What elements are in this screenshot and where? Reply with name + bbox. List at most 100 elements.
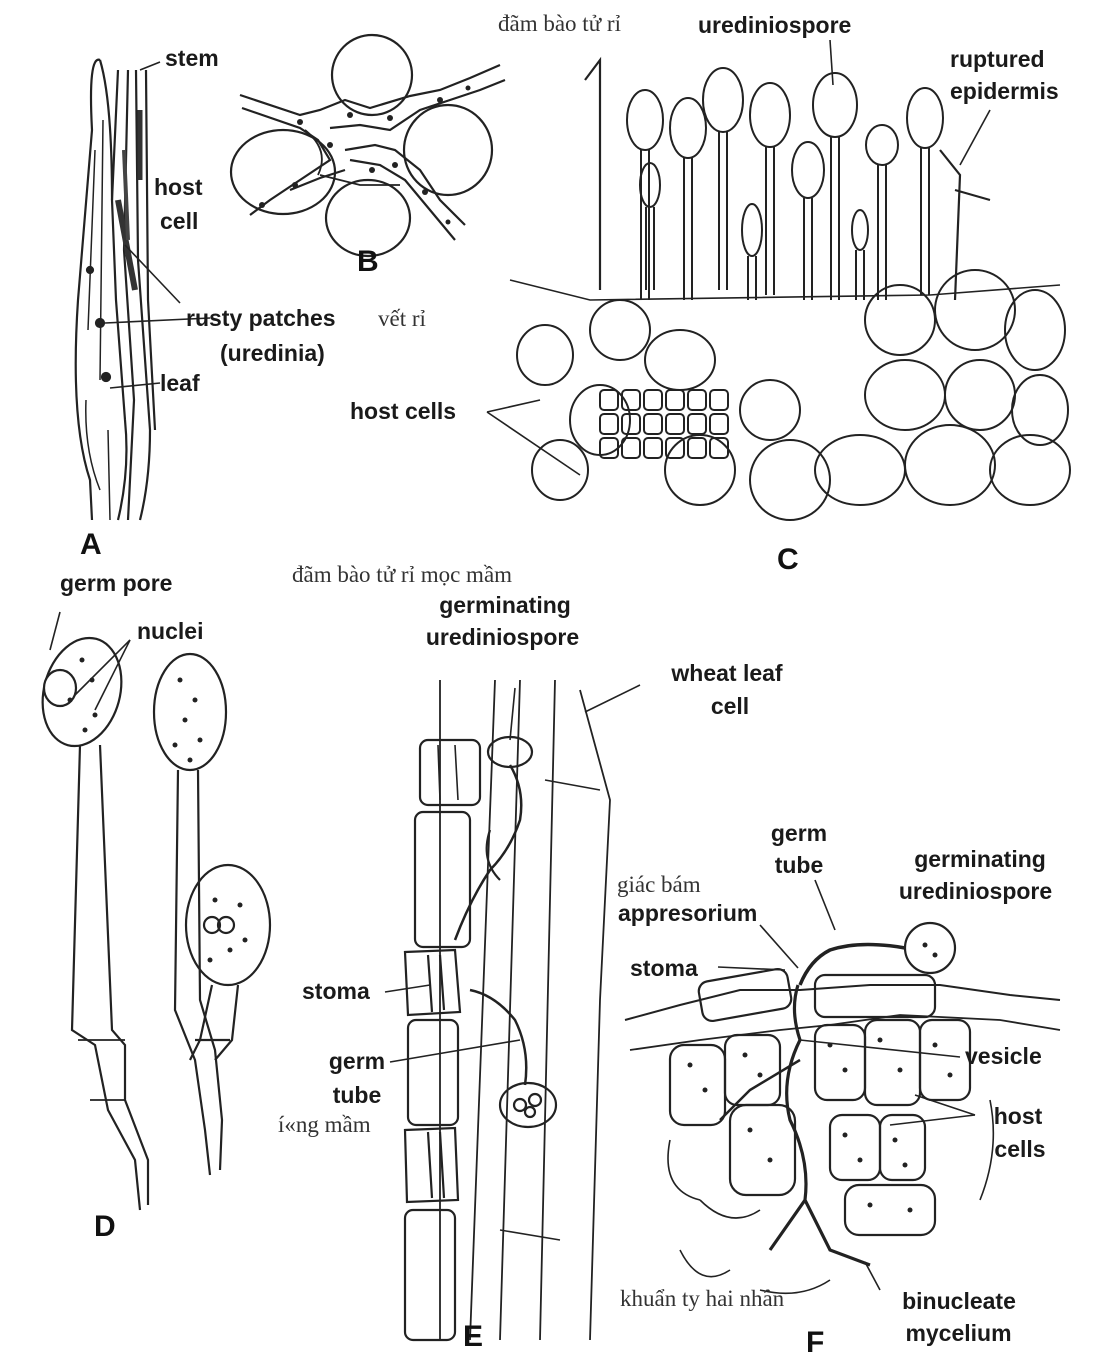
nucleus-dot	[757, 1072, 763, 1078]
stipple-dot	[227, 947, 233, 953]
panel-letter-f: F	[806, 1326, 825, 1359]
vascular-cell	[665, 389, 685, 411]
nucleus-dot	[842, 1132, 848, 1138]
stipple-dot	[197, 737, 203, 743]
vascular-cell	[709, 413, 729, 435]
label-nuclei: nuclei	[137, 618, 204, 644]
vascular-cell	[643, 437, 663, 459]
vn-binucleate: khuẩn ty hai nhân	[620, 1286, 785, 1311]
stipple-dot	[177, 677, 183, 683]
spore	[626, 89, 664, 151]
spore	[865, 124, 899, 166]
label-host-cells-c: host cells	[350, 398, 457, 424]
label-germinating-f-2: urediniospore	[898, 878, 1053, 904]
vascular-cell	[621, 437, 641, 459]
nucleus-dot	[867, 1202, 873, 1208]
host-cell	[934, 269, 1016, 351]
vascular-cell	[665, 437, 685, 459]
nucleus-dot	[922, 942, 928, 948]
stipple-dot	[187, 757, 193, 763]
nucleus-dot	[932, 1042, 938, 1048]
vascular-cell	[665, 413, 685, 435]
spore	[812, 72, 858, 138]
vn-germ-tube: í«ng mầm	[278, 1112, 371, 1137]
vn-appresorium: giác bám	[617, 872, 701, 897]
host-cell	[531, 439, 589, 501]
label-uredinia: (uredinia)	[220, 340, 325, 366]
nucleus-dot	[907, 1207, 913, 1213]
nucleus-dot	[857, 1157, 863, 1163]
vascular-cell	[687, 413, 707, 435]
label-host-cells-f-1: host	[993, 1103, 1043, 1129]
panel-letter-b: B	[357, 245, 379, 278]
label-host-cell-1: host	[154, 174, 203, 200]
label-epidermis: epidermis	[950, 78, 1059, 104]
vascular-cell	[687, 437, 707, 459]
vn-rusty-patches: vết rỉ	[378, 306, 426, 331]
label-binucleate-1: binucleate	[902, 1288, 1016, 1314]
label-germ-tube-e-2: tube	[332, 1082, 382, 1108]
spore	[702, 67, 744, 133]
stipple-dot	[212, 897, 218, 903]
vascular-cell	[599, 437, 619, 459]
stipple-dot	[67, 697, 73, 703]
spore	[906, 87, 944, 149]
label-appresorium: appresorium	[618, 900, 758, 926]
label-binucleate-2: mycelium	[905, 1320, 1012, 1346]
spore	[669, 97, 707, 159]
host-cell	[664, 434, 736, 506]
spore	[851, 209, 869, 251]
panel-letter-d: D	[94, 1210, 116, 1243]
nucleus-dot	[702, 1087, 708, 1093]
label-wheat-leaf-1: wheat leaf	[671, 660, 783, 686]
panel-c-drawing	[486, 39, 1071, 521]
nucleus-dot	[767, 1157, 773, 1163]
label-leaf: leaf	[160, 370, 200, 396]
host-cell	[589, 299, 651, 361]
vascular-cell	[599, 389, 619, 411]
vascular-cell	[643, 389, 663, 411]
nucleus-dot	[897, 1067, 903, 1073]
vascular-cell	[621, 413, 641, 435]
vascular-cell	[621, 389, 641, 411]
label-germinating-f-1: germinating	[914, 846, 1046, 872]
vascular-cell	[709, 437, 729, 459]
label-stoma-e: stoma	[302, 978, 370, 1004]
panel-f-drawing	[624, 879, 1061, 1295]
label-urediniospore-c: urediniospore	[698, 12, 852, 38]
spore	[639, 162, 661, 208]
stipple-dot	[172, 742, 178, 748]
stipple-dot	[92, 712, 98, 718]
nucleus-dot	[902, 1162, 908, 1168]
nucleus-dot	[892, 1137, 898, 1143]
host-cell	[864, 284, 936, 356]
host-cell	[944, 359, 1016, 431]
host-cell	[1004, 289, 1066, 371]
vascular-cell	[709, 389, 729, 411]
label-germ-tube-f-1: germ	[770, 820, 828, 846]
panel-letter-a: A	[80, 528, 102, 561]
stipple-dot	[242, 937, 248, 943]
label-ruptured: ruptured	[950, 46, 1045, 72]
host-cell	[516, 324, 574, 386]
host-cell	[739, 379, 801, 441]
label-host-cells-f-2: cells	[994, 1136, 1046, 1162]
label-wheat-leaf-2: cell	[710, 693, 750, 719]
host-cell	[989, 434, 1071, 506]
host-cell	[864, 359, 946, 431]
label-stoma-f: stoma	[630, 955, 698, 981]
label-germinating-e-2: urediniospore	[425, 624, 580, 650]
panel-a-drawing	[74, 58, 211, 521]
nucleus-dot	[932, 952, 938, 958]
label-germ-tube-f-2: tube	[774, 852, 824, 878]
panel-b-drawing	[229, 33, 506, 258]
vascular-cell	[687, 389, 707, 411]
host-cell	[644, 329, 716, 391]
spore	[749, 82, 791, 148]
vn-germinating-e: đãm bào tử rỉ mọc mầm	[292, 562, 513, 587]
nucleus-dot	[947, 1072, 953, 1078]
stipple-dot	[79, 657, 85, 663]
panel-d-drawing	[41, 611, 272, 1211]
